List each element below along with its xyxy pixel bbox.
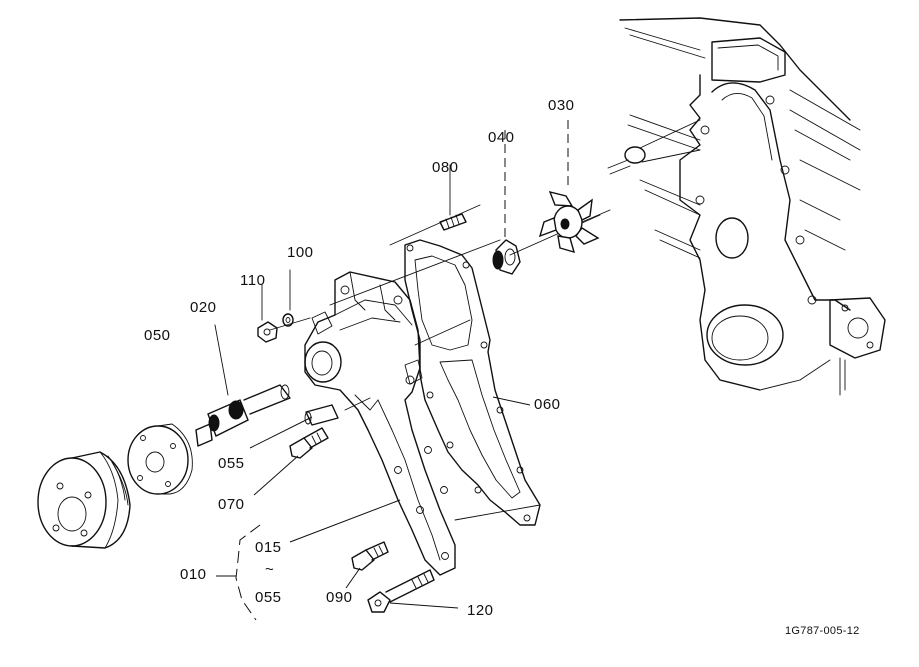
label-060: 060 — [534, 396, 561, 413]
label-090: 090 — [326, 589, 353, 606]
impeller — [538, 190, 611, 254]
dowel-pin — [304, 404, 339, 426]
label-100: 100 — [287, 244, 314, 261]
bolt-070 — [289, 427, 329, 459]
label-080: 080 — [432, 159, 459, 176]
engine-block — [607, 17, 886, 396]
bolt-090 — [351, 541, 389, 571]
label-030: 030 — [548, 97, 575, 114]
label-055-range-end: 055 — [255, 589, 282, 606]
label-050: 050 — [144, 327, 171, 344]
seal — [492, 239, 521, 275]
label-055-dowel: 055 — [218, 455, 245, 472]
alignment-lines — [214, 120, 601, 521]
gasket — [404, 239, 541, 526]
pulley — [37, 451, 131, 549]
label-020: 020 — [190, 299, 217, 316]
nut-washer — [257, 313, 294, 343]
label-range-tilde: ~ — [265, 561, 275, 578]
label-070: 070 — [218, 496, 245, 513]
label-010: 010 — [180, 566, 207, 583]
bolt-120 — [367, 569, 435, 613]
shaft-bearing — [195, 384, 291, 447]
label-015: 015 — [255, 539, 282, 556]
label-120: 120 — [467, 602, 494, 619]
water-pump-body — [304, 271, 456, 576]
label-110: 110 — [240, 272, 266, 289]
drawing-code: 1G787-005-12 — [785, 625, 860, 637]
hub-flange — [127, 423, 193, 495]
label-040: 040 — [488, 129, 515, 146]
stud — [439, 213, 467, 231]
leader-lines — [216, 396, 531, 621]
